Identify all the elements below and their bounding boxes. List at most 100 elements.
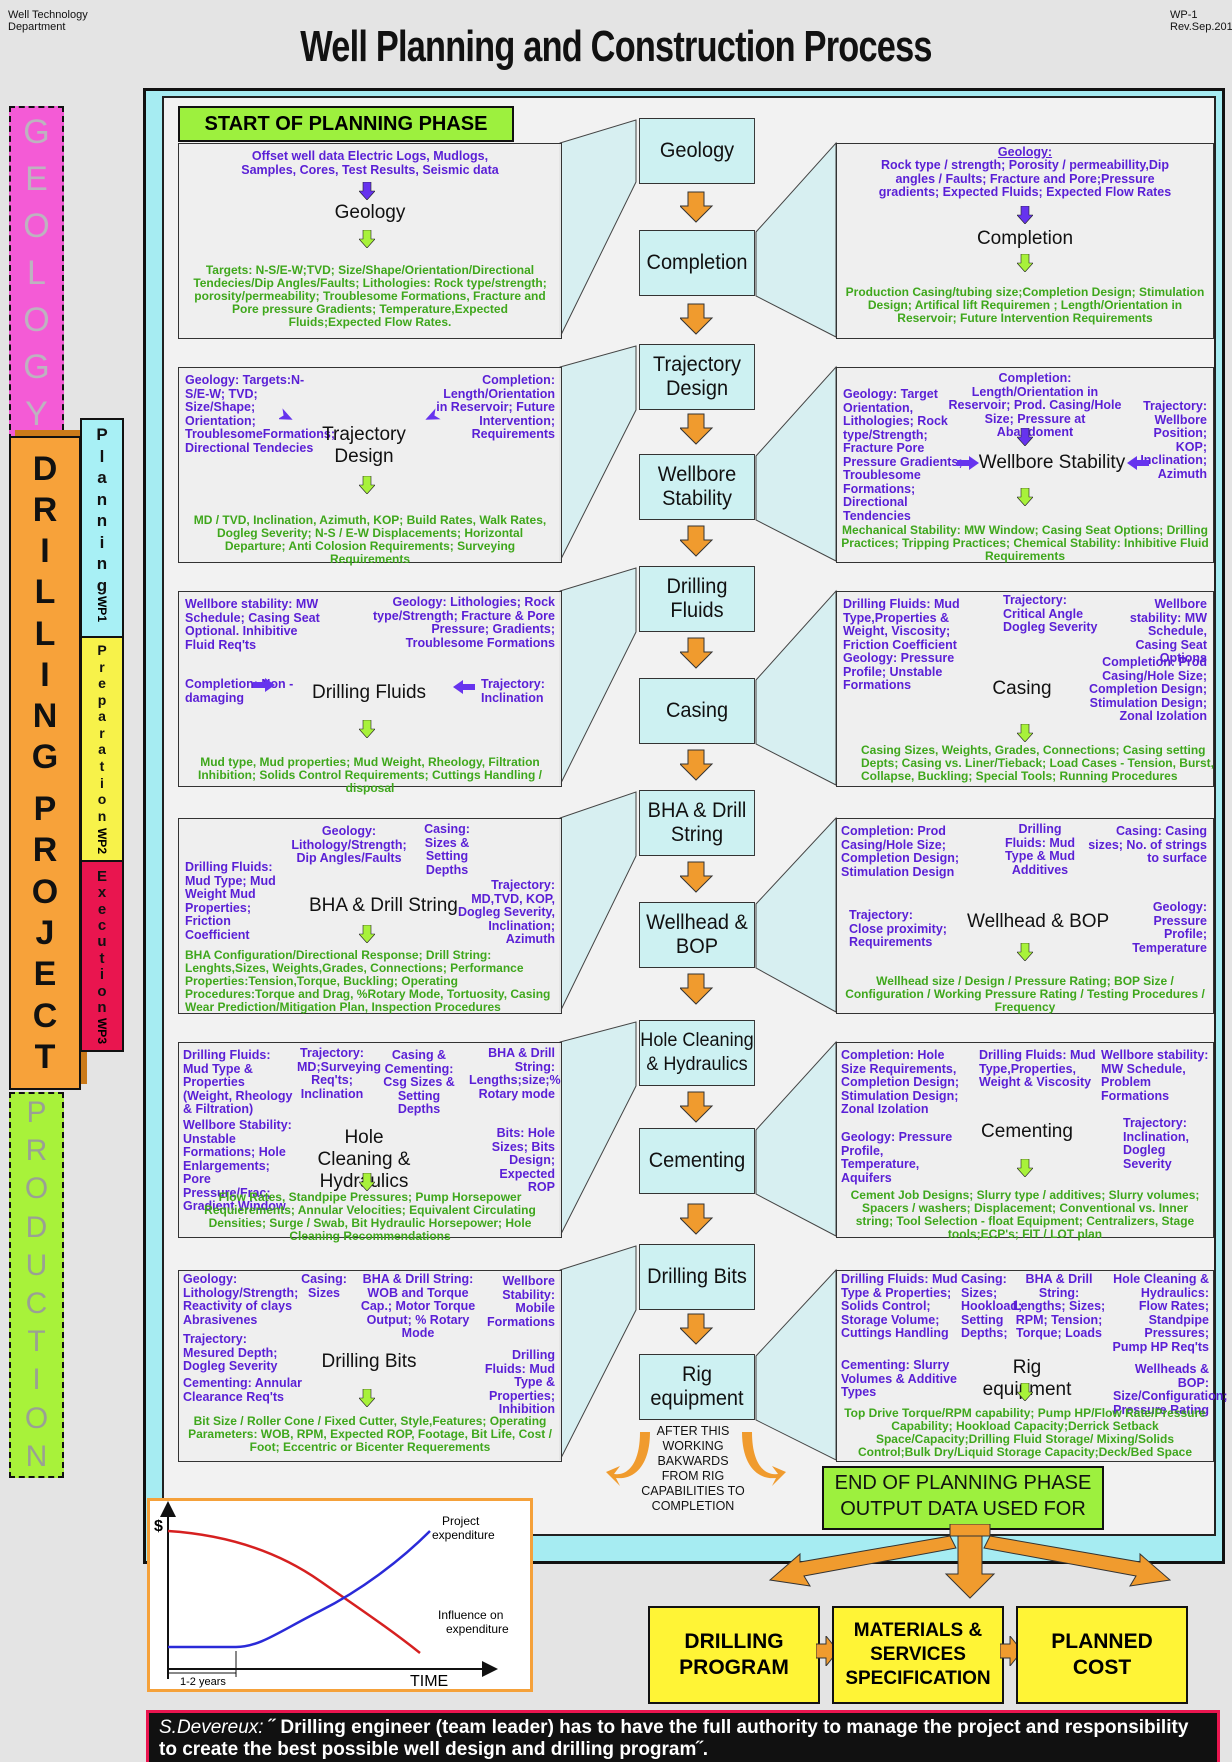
casing-trajectory-input: Trajectory: Critical Angle Dogleg Severi… xyxy=(1003,593,1098,634)
down-arrow-icon xyxy=(359,720,375,738)
completion-input-label: Geology: xyxy=(997,145,1053,159)
casing-geology-input: Geology: Pressure Profile; Unstable Form… xyxy=(843,651,955,692)
center-bha-drill-string: BHA & Drill String xyxy=(639,790,755,856)
fluids-trajectory-input: Trajectory: Inclination xyxy=(481,677,545,705)
series-line xyxy=(168,1530,431,1649)
dept-line-1: Well Technology xyxy=(8,9,88,21)
down-arrow-icon xyxy=(359,476,375,494)
wellhead-trajectory-input: Trajectory: Close proximity; Requirement… xyxy=(849,908,947,949)
hole-trajectory-input: Trajectory: MD;Surveying Req'ts; Inclina… xyxy=(297,1046,382,1101)
page-title: Well Planning and Construction Process xyxy=(300,22,932,71)
fluids-completion-input: Completion: Non - damaging xyxy=(185,677,294,705)
center-wellhead-bop: Wellhead & BOP xyxy=(639,902,755,968)
rig-bha-input: BHA & Drill String: Lengths; Sizes; RPM;… xyxy=(1012,1272,1106,1340)
quote-text: ˝ Drilling engineer (team leader) has to… xyxy=(159,1717,1189,1760)
right-arrow-icon xyxy=(957,456,979,470)
series-line xyxy=(167,1529,421,1654)
down-arrow-icon xyxy=(1017,488,1033,506)
wellhead-box: Completion: Prod Casing/Hole Size; Compl… xyxy=(836,818,1214,1014)
down-arrow-icon xyxy=(1017,1159,1033,1177)
wbs-outputs: Mechanical Stability: MW Window; Casing … xyxy=(841,523,1209,563)
dept-line-2: Department xyxy=(8,21,66,33)
cementing-box: Completion: Hole Size Requirements, Comp… xyxy=(836,1042,1214,1241)
center-flow-arrows xyxy=(680,191,714,1345)
center-drilling-fluids: Drilling Fluids xyxy=(639,566,755,632)
after-note: AFTER THIS WORKING BAKWARDS FROM RIG CAP… xyxy=(641,1424,745,1513)
right-arrow-icon xyxy=(253,678,275,692)
left-arrow-icon xyxy=(425,408,441,420)
completion-inputs: Rock type / strength; Porosity / permeab… xyxy=(878,158,1172,199)
wellhead-completion-input: Completion: Prod Casing/Hole Size; Compl… xyxy=(841,824,960,879)
cement-title: Cementing xyxy=(981,1121,1073,1142)
geology-title: Geology xyxy=(334,202,406,223)
center-trajectory-design: Trajectory Design xyxy=(639,344,755,410)
wellhead-title: Wellhead & BOP xyxy=(967,911,1110,932)
completion-title: Completion xyxy=(976,228,1074,249)
rig-hole-input: Hole Cleaning & Hydraulics: Flow Rates; … xyxy=(1112,1272,1209,1354)
bha-title: BHA & Drill String xyxy=(309,895,458,916)
down-arrow-icon xyxy=(944,1535,996,1599)
hole-bits-input: Bits: Hole Sizes; Bits Design; Expected … xyxy=(491,1126,555,1194)
cement-geology-input: Geology: Pressure Profile, Temperature, … xyxy=(841,1130,953,1185)
drilling-fluids-box: Wellbore stability: MW Schedule; Casing … xyxy=(178,591,562,795)
down-arrow-icon xyxy=(680,1091,714,1123)
hole-casing-input: Casing & Cementing: Csg Sizes & Setting … xyxy=(383,1048,455,1116)
rig-wellhead-input: Wellheads & BOP: Size/Configuration; Pre… xyxy=(1113,1362,1228,1417)
cement-fluids-input: Drilling Fluids: Mud Type,Properties, We… xyxy=(979,1048,1096,1089)
center-wellbore-stability: Wellbore Stability xyxy=(639,454,755,520)
drilling-bits-box: Geology: Lithology/Strength; Reactivity … xyxy=(178,1270,562,1462)
wbs-completion-input: Completion: Length/Orientation in Reserv… xyxy=(948,371,1122,439)
rig-outputs: Top Drive Torque/RPM capability; Pump HP… xyxy=(844,1406,1206,1459)
down-arrow-icon xyxy=(680,749,714,781)
hole-cleaning-box: Drilling Fluids: Mud Type & Properties (… xyxy=(178,1042,562,1243)
down-arrow-icon xyxy=(1017,1383,1033,1401)
down-left-arrow-icon xyxy=(768,1535,957,1587)
down-arrow-icon xyxy=(359,230,375,248)
geology-inputs: Offset well data Electric Logs, Mudlogs,… xyxy=(241,149,499,177)
trajectory-title: Trajectory Design xyxy=(322,424,406,467)
casing-box: Drilling Fluids: Mud Type,Properties & W… xyxy=(836,591,1214,787)
down-arrow-icon xyxy=(680,973,714,1005)
trajectory-completion-input: Completion: Length/Orientation in Reserv… xyxy=(436,373,555,441)
right-arrow-icon xyxy=(279,408,293,420)
chart-x-marker: 1-2 years xyxy=(180,1676,226,1688)
down-arrow-icon xyxy=(680,861,714,893)
center-casing: Casing xyxy=(639,678,755,744)
rig-equipment-box: Drilling Fluids: Mud Type & Properties; … xyxy=(836,1270,1228,1462)
curved-arrow-icon xyxy=(742,1432,786,1486)
connector-lines xyxy=(559,119,837,1461)
wellbore-stability-box: Completion: Length/Orientation in Reserv… xyxy=(836,367,1214,563)
down-arrow-icon xyxy=(680,1203,714,1235)
wellhead-geology-input: Geology: Pressure Profile; Temperature xyxy=(1132,900,1207,955)
trajectory-box: Geology: Targets:N-S/E-W; TVD; Size/Shap… xyxy=(178,367,562,566)
down-arrow-icon xyxy=(1017,206,1033,224)
center-cementing: Cementing xyxy=(639,1128,755,1194)
down-arrow-icon xyxy=(1017,724,1033,742)
cement-trajectory-input: Trajectory: Inclination, Dogleg Severity xyxy=(1123,1116,1189,1171)
down-arrow-icon xyxy=(680,413,714,445)
rig-casing-input: Casing: Sizes; Hookload; Setting Depths; xyxy=(961,1272,1023,1340)
rig-cementing-input: Cementing: Slurry Volumes & Additive Typ… xyxy=(841,1358,957,1399)
wbs-geology-input: Geology: Target Orientation, Lithologies… xyxy=(843,387,963,523)
bha-outputs: BHA Configuration/Directional Response; … xyxy=(185,948,551,1014)
bits-bha-input: BHA & Drill String: WOB and Torque Cap.;… xyxy=(360,1272,476,1340)
fluids-title: Drilling Fluids xyxy=(311,682,427,703)
center-rig-equipment: Rig equipment xyxy=(639,1354,755,1420)
down-arrow-icon xyxy=(359,182,375,200)
wbs-title: Wellbore Stability xyxy=(978,452,1126,473)
trajectory-geology-input: Geology: Targets:N-S/E-W; TVD; Size/Shap… xyxy=(185,373,336,455)
left-arrow-icon xyxy=(453,680,475,694)
bits-outputs: Bit Size / Roller Cone / Fixed Cutter, S… xyxy=(188,1414,552,1454)
department-label: Well Technology Department xyxy=(8,9,88,33)
down-arrow-icon xyxy=(359,1389,375,1407)
